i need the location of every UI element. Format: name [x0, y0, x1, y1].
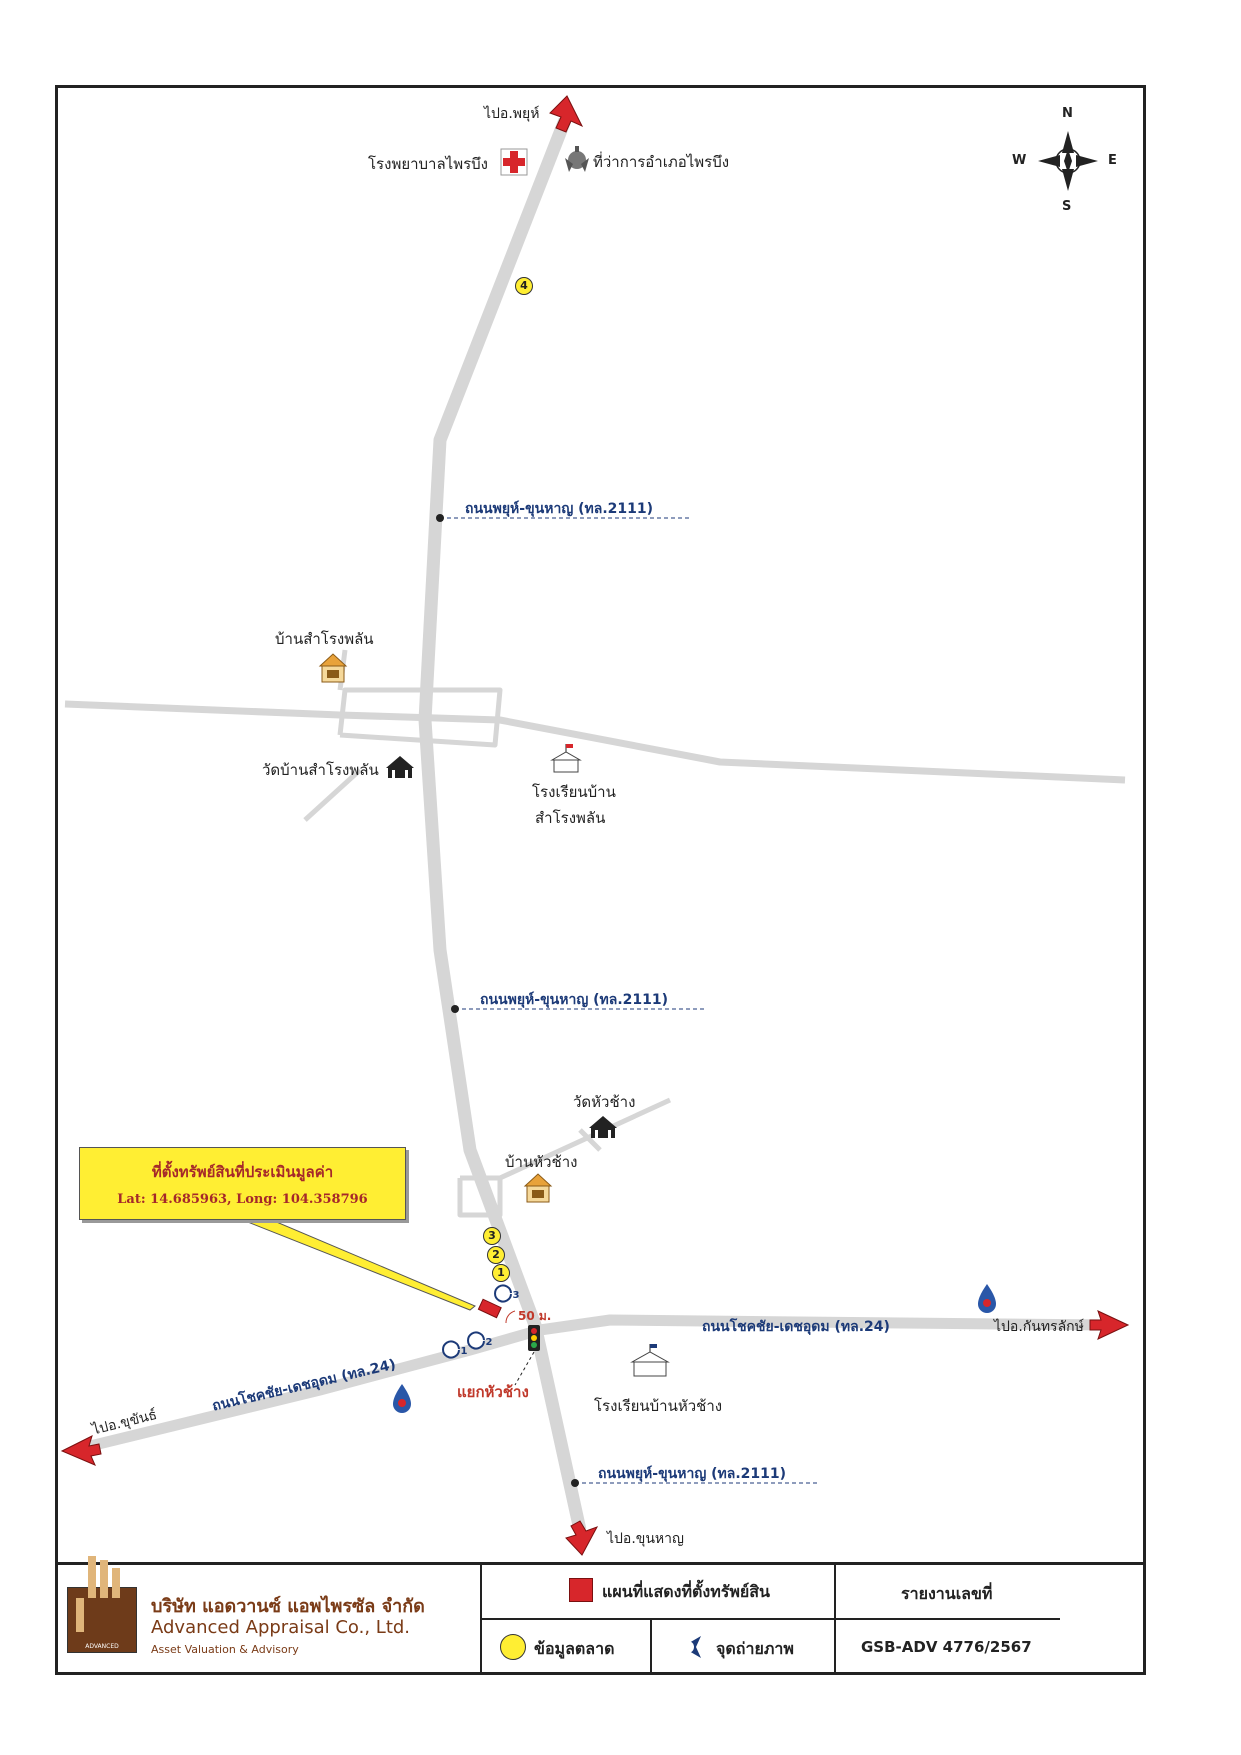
company-subtitle: Asset Valuation & Advisory [151, 1643, 299, 1656]
road-label-2111-a: ถนนพยุห์-ขุนหาญ (ทล.2111) [465, 501, 654, 517]
label-school-samrong-1: โรงเรียนบ้าน [532, 783, 616, 801]
map-frame [55, 85, 1146, 1675]
arrow-west [60, 1435, 102, 1466]
legend-market-label: ข้อมูลตลาด [534, 1639, 615, 1658]
label-temple-huachang: วัดหัวช้าง [573, 1093, 636, 1111]
compass-n: N [1062, 106, 1073, 121]
compass-rose-icon [1038, 131, 1098, 191]
market-marker-2: 2 [487, 1246, 505, 1264]
road-label-24-east: ถนนโชคชัย-เดชอุดม (ทล.24) [702, 1319, 890, 1335]
callout-coords: Lat: 14.685963, Long: 104.358796 [117, 1192, 368, 1207]
label-hospital: โรงพยาบาลไพรบึง [368, 155, 489, 173]
logo-caption: ADVANCED [85, 1643, 119, 1650]
dest-south: ไปอ.ขุนหาญ [607, 1531, 684, 1547]
label-school-samrong-2: สำโรงพลัน [535, 809, 606, 827]
legend-property-label: แผนที่แสดงที่ตั้งทรัพย์สิน [602, 1582, 770, 1601]
road-leaders [440, 517, 820, 1484]
photo-marker-3: 3 [512, 1290, 520, 1301]
junction-leader [514, 1351, 535, 1386]
road-huachang-loop [457, 1175, 503, 1218]
road-24 [76, 1314, 1111, 1455]
house-icon-huachang [523, 1173, 553, 1203]
temple-icon-samrong [386, 756, 414, 778]
callout-title: ที่ตั้งทรัพย์สินที่ประเมินมูลค่า [151, 1163, 334, 1181]
distance-label: 50 ม. [518, 1309, 552, 1323]
footer-legend-property: แผนที่แสดงที่ตั้งทรัพย์สิน [480, 1565, 834, 1620]
report-label: รายงานเลขที่ [901, 1584, 993, 1603]
market-marker-4: 4 [515, 277, 533, 295]
photo-point-icons [442, 1284, 512, 1359]
road-label-2111-b: ถนนพยุห์-ขุนหาญ (ทล.2111) [480, 992, 669, 1008]
legend-property-icon [569, 1578, 593, 1602]
property-location-marker [477, 1298, 502, 1319]
house-icon-samrong [318, 653, 348, 683]
junction-label: แยกหัวช้าง [457, 1383, 529, 1401]
footer-legend-market: ข้อมูลตลาด [480, 1620, 650, 1675]
footer: ADVANCED บริษัท แอดวานซ์ แอพไพรซัล จำกัด… [55, 1556, 1146, 1675]
arrow-south [565, 1520, 599, 1556]
dest-north: ไปอ.พยุห์ [484, 106, 540, 122]
photo-marker-2: 2 [485, 1337, 493, 1348]
road-huachang-branch [498, 1097, 672, 1181]
school-icon-samrong [550, 744, 582, 773]
road-samrong-branch [303, 768, 362, 822]
market-marker-1: 1 [492, 1264, 510, 1282]
camera-direction-icon [682, 1636, 701, 1658]
label-school-huachang: โรงเรียนบ้านหัวช้าง [594, 1397, 723, 1415]
traffic-light-icon [528, 1325, 540, 1351]
property-callout: ที่ตั้งทรัพย์สินที่ประเมินมูลค่า Lat: 14… [79, 1147, 406, 1220]
destination-arrows [60, 95, 1130, 1556]
petrol-station-icon-west [393, 1384, 411, 1413]
arrow-east [1089, 1310, 1130, 1340]
market-marker-3: 3 [483, 1227, 501, 1245]
photo-marker-1: 1 [460, 1346, 468, 1357]
footer-report-number-cell: GSB-ADV 4776/2567 [834, 1620, 1060, 1675]
callout-pointer [229, 1214, 476, 1311]
company-name-th: บริษัท แอดวานซ์ แอพไพรซัล จำกัด [151, 1596, 425, 1617]
road-samrong-loop [337, 687, 503, 748]
legend-market-icon [500, 1634, 526, 1660]
report-number: GSB-ADV 4776/2567 [861, 1638, 1032, 1656]
compass-w: W [1012, 153, 1027, 168]
label-village-huachang: บ้านหัวช้าง [505, 1153, 578, 1171]
compass-s: S [1062, 199, 1072, 214]
petrol-station-icon-east [978, 1284, 996, 1313]
company-logo: ADVANCED [67, 1556, 137, 1653]
distance-arc [505, 1310, 516, 1324]
label-temple-samrong: วัดบ้านสำโรงพลัน [262, 761, 379, 779]
compass-e: E [1108, 153, 1117, 168]
road-samrong [64, 700, 1126, 784]
district-office-emblem-icon [565, 146, 589, 172]
footer-report-label-cell: รายงานเลขที่ [834, 1565, 1060, 1620]
label-village-samrong: บ้านสำโรงพลัน [275, 630, 374, 648]
footer-legend-photo: จุดถ่ายภาพ [650, 1620, 834, 1675]
road-huachang-branch2 [578, 1128, 602, 1152]
hospital-cross-icon [500, 148, 528, 176]
footer-company: ADVANCED บริษัท แอดวานซ์ แอพไพรซัล จำกัด… [55, 1556, 480, 1675]
legend-photo-label: จุดถ่ายภาพ [716, 1639, 794, 1658]
temple-icon-huachang [589, 1116, 617, 1138]
arrow-north [549, 95, 584, 133]
road-label-2111-c: ถนนพยุห์-ขุนหาญ (ทล.2111) [598, 1466, 787, 1482]
school-icon-huachang [630, 1344, 670, 1377]
company-name-en: Advanced Appraisal Co., Ltd. [151, 1617, 411, 1638]
road-leader-dots [436, 514, 579, 1487]
dest-east: ไปอ.กันทรลักษ์ [994, 1319, 1084, 1335]
label-district-office: ที่ว่าการอำเภอไพรบึง [593, 153, 730, 171]
